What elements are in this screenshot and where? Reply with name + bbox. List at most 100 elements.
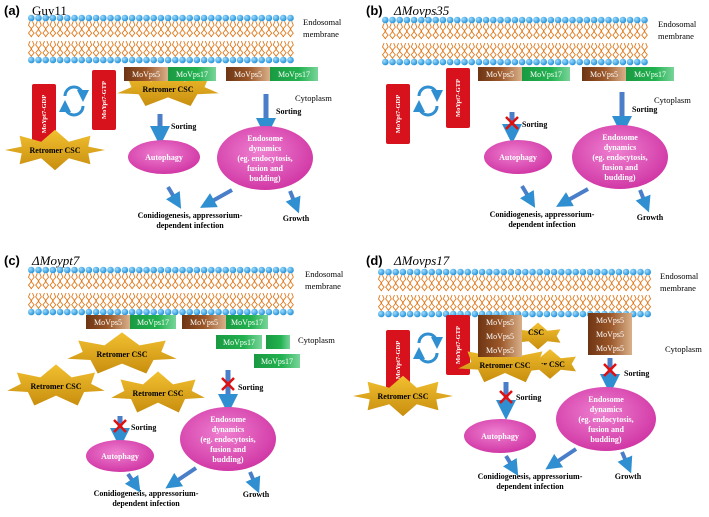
panel-a-csc-star: [5, 129, 105, 171]
panel-d-csc-partial-star-2: [524, 349, 576, 379]
panel-d-vps5-label-5: MoVps5: [596, 330, 624, 339]
panel-a-outcome-arrow-3: [285, 190, 301, 214]
panel-c-sorting-right: Sorting: [238, 383, 263, 392]
panel-a-endosome-ellipse: [217, 126, 313, 190]
panel-c-outcome-arrow-2: [165, 466, 198, 489]
panel-b-endosome-line-3: (eg. endocytosis,: [592, 153, 647, 162]
panel-d-csc-partial-star-1: [515, 322, 561, 350]
panel-b-outcome-arrow-3: [635, 189, 651, 213]
panel-a-conidiogenesis-1: Conidiogenesis, appressorium-: [138, 211, 243, 220]
panel-d-vps5-label-6: MoVps5: [596, 344, 624, 353]
panel-c-membrane: [27, 266, 294, 316]
panel-c-block-cross-icon-left: [113, 419, 127, 433]
panel-c-vps17-label-3: MoVps17: [223, 338, 255, 347]
panel-c-vps17-label-5: MoVps17: [261, 357, 293, 366]
panel-a-membrane: [27, 14, 294, 64]
panel-a-vps17-box-1: [168, 67, 216, 81]
panel-b-membrane: [381, 16, 648, 66]
panel-b-rab-gdp-label: MoYpt7-GDP: [395, 95, 402, 133]
panel-d-csc-bound-star: [458, 343, 552, 383]
panel-b-endosome-ellipse: [572, 125, 668, 189]
panel-a-endosome-line-4: fusion and: [247, 164, 283, 173]
panel-d-label: (d): [366, 253, 383, 268]
panel-d-endosome-line-1: Endosome: [588, 395, 624, 404]
panel-b-cycle-arrows-icon: [413, 85, 443, 117]
panel-a-endosome-line-1: Endosome: [247, 134, 283, 143]
panel-d-vps5-label-3: MoVps5: [486, 346, 514, 355]
panel-c-outcome-arrow-1: [124, 472, 141, 493]
panel-c-title: ΔMoypt7: [31, 253, 80, 268]
panel-b: (b) ΔMovps35 Endosomal membrane Cytoplas…: [366, 3, 697, 229]
panel-a-autophagy-label: Autophagy: [145, 153, 183, 162]
panel-c-csc-label-2: Retromer CSC: [30, 382, 81, 391]
panel-b-rab-gtp-box: [446, 68, 470, 128]
panel-b-outcome-arrow-1: [520, 184, 536, 208]
panel-d-membrane: [377, 268, 652, 318]
panel-a-rab-gdp-box: [32, 84, 56, 144]
panel-d-vps5-box-2: [478, 329, 522, 343]
panel-a-membrane-label-1: Endosomal: [303, 17, 342, 27]
panel-d-csc-bound-label: Retromer CSC: [479, 361, 530, 370]
panel-a-outcome-arrow-2: [200, 188, 233, 208]
panel-c-endosome-line-5: budding): [212, 455, 243, 464]
panel-c-vps5-box-2: [182, 315, 226, 329]
panel-c-membrane-label-1: Endosomal: [305, 269, 344, 279]
panel-d-vps5-box-5: [588, 327, 632, 341]
panel-a-endosome-text: Endosome dynamics (eg. endocytosis, fusi…: [237, 134, 292, 183]
panel-d-rab-gdp-label: MoYpt7-GDP: [395, 341, 402, 379]
panel-c-cytoplasm-label: Cytoplasm: [298, 335, 335, 345]
panel-a-sorting-left: Sorting: [171, 122, 196, 131]
panel-c-csc-star-1: [67, 332, 177, 374]
panel-d-rab-gdp-box: [386, 330, 410, 390]
panel-c-vps17-box-4: [266, 335, 290, 349]
panel-a-csc-bound-label: Retromer CSC: [142, 85, 193, 94]
panel-b-vps17-box-1: [522, 67, 570, 81]
panel-c-vps17-box-3: [216, 335, 262, 349]
panel-b-membrane-label-1: Endosomal: [658, 19, 697, 29]
panel-a-cycle-arrows-icon: [59, 85, 89, 117]
panel-a-vps5-box-2: [226, 67, 270, 81]
panel-d-vps5-label-2: MoVps5: [486, 332, 514, 341]
panel-a-membrane-label-2: membrane: [303, 29, 339, 39]
panel-d-endosome-line-5: budding): [590, 435, 621, 444]
panel-d-conidiogenesis-2: dependent infection: [496, 482, 564, 491]
panel-c-csc-label-1: Retromer CSC: [96, 350, 147, 359]
panel-a-endosome-line-3: (eg. endocytosis,: [237, 154, 292, 163]
panel-b-vps17-box-2: [626, 67, 674, 81]
panel-c-vps17-box-1: [130, 315, 176, 329]
panel-d-growth: Growth: [615, 472, 642, 481]
panel-a-vps5-label-2: MoVps5: [234, 70, 262, 79]
panel-b-conidiogenesis-1: Conidiogenesis, appressorium-: [490, 210, 595, 219]
panel-c-label: (c): [4, 253, 20, 268]
panel-c-membrane-label-2: membrane: [305, 281, 341, 291]
panel-b-rab-gdp-box: [386, 84, 410, 144]
panel-d-vps5-box-4: [588, 313, 632, 327]
panel-c-vps17-label-2: MoVps17: [231, 318, 263, 327]
panel-c-conidiogenesis-1: Conidiogenesis, appressorium-: [94, 489, 199, 498]
panel-b-sorting-right: Sorting: [632, 105, 657, 114]
panel-a-vps17-box-2: [270, 67, 318, 81]
panel-b-vps5-label-2: MoVps5: [590, 70, 618, 79]
panel-b-block-cross-icon: [505, 116, 519, 130]
panel-a-rab-gtp-label: MoYpt7-GTP: [101, 81, 108, 119]
panel-a-rab-gtp-box: [92, 70, 116, 130]
panel-d-sorting-left: Sorting: [516, 393, 541, 402]
panel-b-vps5-label-1: MoVps5: [486, 70, 514, 79]
panel-d-endosome-line-4: fusion and: [588, 425, 624, 434]
panel-d-outcome-arrow-1: [502, 454, 519, 476]
panel-a-label: (a): [4, 3, 20, 18]
panel-c-endosome-ellipse: [180, 407, 276, 471]
panel-c-outcome-arrow-3: [245, 471, 261, 494]
panel-a-csc-bound-star: [117, 70, 219, 106]
panel-d-endosome-text: Endosome dynamics (eg. endocytosis, fusi…: [578, 395, 633, 444]
panel-d: (d) ΔMovps17 Endosomal membrane Cytoplas…: [353, 253, 702, 491]
panel-d-endosome-ellipse: [556, 387, 656, 451]
panel-a-vps17-label-2: MoVps17: [278, 70, 310, 79]
panel-c-vps5-label-2: MoVps5: [190, 318, 218, 327]
panel-a-vps5-box-1: [124, 67, 168, 81]
panel-b-membrane-label-2: membrane: [658, 31, 694, 41]
panel-d-cycle-arrows-icon: [413, 332, 443, 364]
panel-b-growth: Growth: [637, 213, 664, 222]
panel-d-outcome-arrow-3: [617, 451, 633, 474]
